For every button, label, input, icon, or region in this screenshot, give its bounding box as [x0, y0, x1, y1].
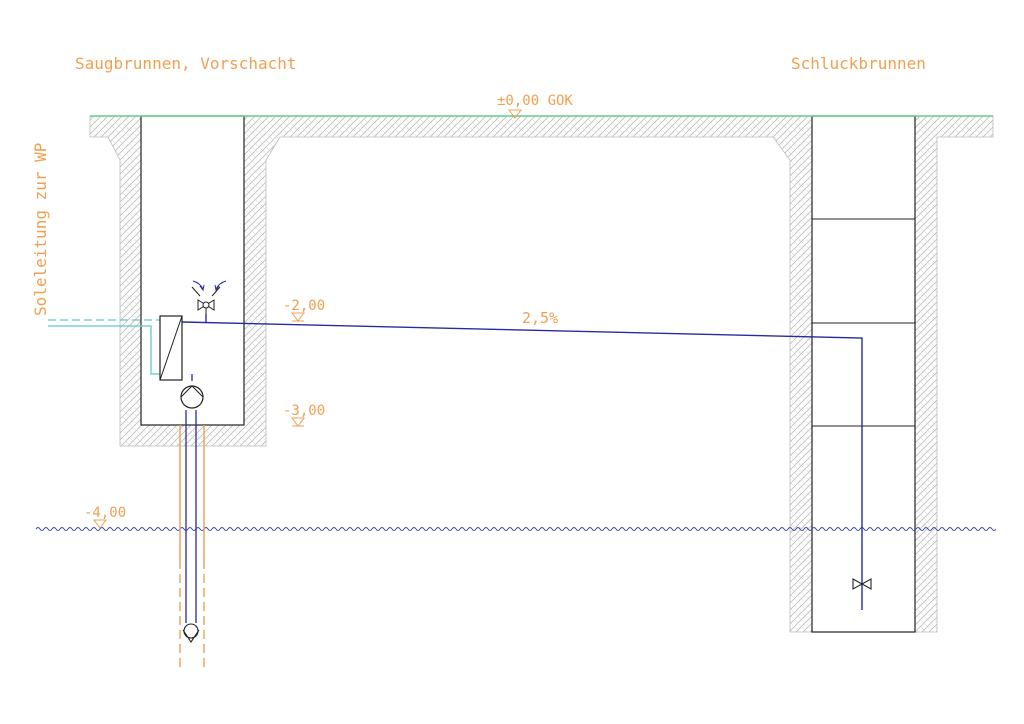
injection-well-title: Schluckbrunnen [791, 54, 926, 73]
level-minus-3-label: -3,00 [283, 403, 325, 419]
suction-well-title: Saugbrunnen, Vorschacht [75, 54, 297, 73]
shutoff-valve-icon [852, 578, 872, 590]
pump-icon [180, 385, 204, 409]
heat-exchanger-icon [159, 315, 183, 381]
delivery-pipe [181, 314, 863, 610]
ground-level-label: ±0,00 GOK [497, 93, 573, 109]
airflow-arrows [192, 280, 227, 292]
slope-label: 2,5% [522, 309, 558, 327]
level-minus-2-label: -2,00 [283, 298, 325, 314]
valve-icon [191, 286, 221, 314]
concrete-structure [89, 115, 994, 633]
level-minus-4-label: -4,00 [84, 505, 126, 521]
suction-well-casing [179, 425, 205, 668]
level-marker-icon [93, 109, 522, 529]
brine-line [48, 319, 160, 375]
brine-line-label: Soleleitung zur WP [31, 143, 50, 316]
suction-pipe [185, 374, 197, 623]
foot-valve-icon [182, 623, 200, 643]
